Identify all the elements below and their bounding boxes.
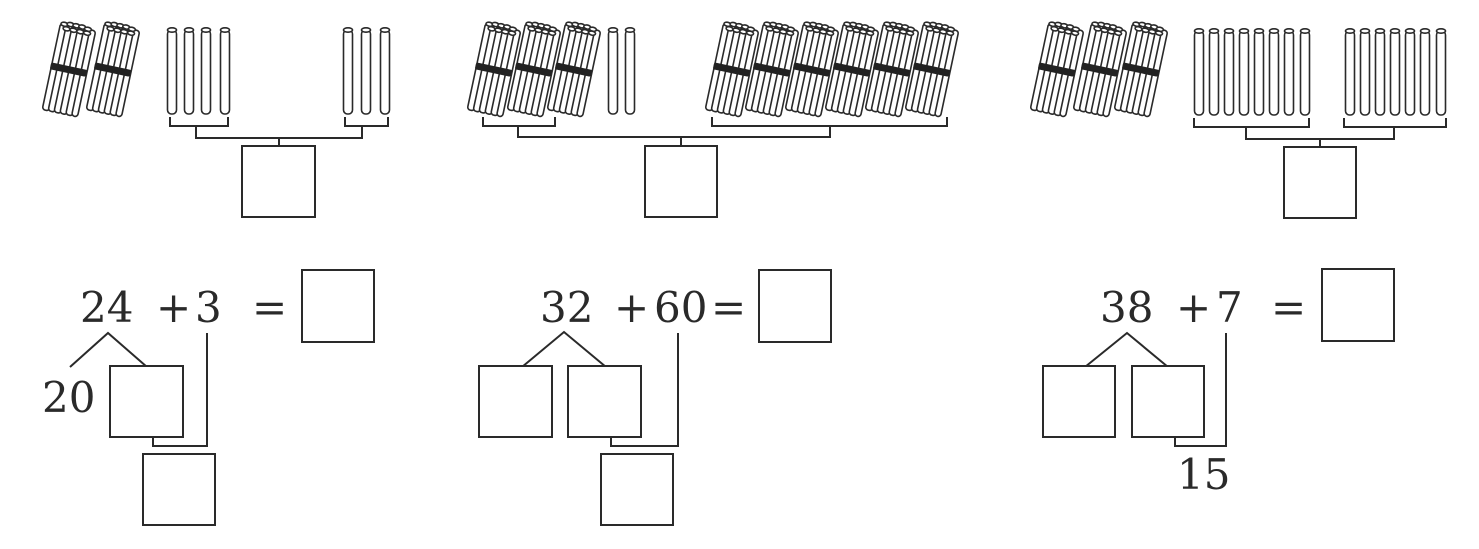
plus-sign: + <box>156 283 191 332</box>
bundles-group-2a <box>465 19 603 118</box>
single-stick <box>1253 27 1265 116</box>
answer-box[interactable] <box>301 269 375 343</box>
single-stick <box>379 26 391 115</box>
combine-line <box>1174 333 1227 447</box>
combine-line <box>610 333 679 447</box>
answer-box[interactable] <box>567 365 642 438</box>
answer-box[interactable] <box>1131 365 1205 438</box>
problem-3: 38 + 7 = 15 <box>1028 19 1447 499</box>
equals-sign: = <box>252 283 287 332</box>
sum-given-value: 15 <box>1177 450 1230 499</box>
answer-box[interactable] <box>1283 146 1357 219</box>
answer-box[interactable] <box>758 269 832 343</box>
single-stick <box>1419 27 1431 116</box>
answer-box[interactable] <box>478 365 553 438</box>
addend-a: 32 <box>540 283 593 332</box>
combine-line <box>152 333 208 447</box>
grouping-bracket <box>482 117 948 146</box>
split-lines <box>521 330 607 368</box>
addend-a: 24 <box>80 283 133 332</box>
single-stick <box>1299 27 1311 116</box>
single-stick <box>607 26 619 115</box>
split-lines <box>1084 331 1169 368</box>
single-sticks-group-3b <box>1344 27 1447 116</box>
equals-sign: = <box>1271 283 1306 332</box>
single-stick <box>200 26 212 115</box>
bundles-group-3 <box>1028 19 1170 118</box>
bundles-group-2b <box>703 19 961 118</box>
single-stick <box>1268 27 1280 116</box>
single-stick <box>1389 27 1401 116</box>
single-stick <box>1435 27 1447 116</box>
addend-b: 7 <box>1216 283 1243 332</box>
problem-2: 32 + 60 = <box>465 19 961 526</box>
grouping-bracket <box>169 117 389 146</box>
plus-sign: + <box>1176 283 1211 332</box>
answer-box[interactable] <box>1321 268 1395 342</box>
addend-a: 38 <box>1100 283 1153 332</box>
single-sticks-group-1a <box>166 26 231 115</box>
single-stick <box>1404 27 1416 116</box>
single-sticks-group-1b <box>342 26 391 115</box>
single-stick <box>1193 27 1205 116</box>
answer-box[interactable] <box>241 145 316 218</box>
addend-b: 60 <box>654 283 707 332</box>
single-stick <box>1374 27 1386 116</box>
single-sticks-group-2 <box>607 26 636 115</box>
single-stick <box>219 26 231 115</box>
single-stick <box>1208 27 1220 116</box>
answer-box[interactable] <box>600 453 674 526</box>
single-stick <box>624 26 636 115</box>
single-stick <box>1283 27 1295 116</box>
bundles-group-1 <box>40 19 142 118</box>
plus-sign: + <box>614 283 649 332</box>
problem-1: 24 + 3 = 20 <box>40 19 391 526</box>
single-stick <box>360 26 372 115</box>
answer-box[interactable] <box>1042 365 1116 438</box>
single-stick <box>166 26 178 115</box>
answer-box[interactable] <box>644 145 718 218</box>
addend-b: 3 <box>195 283 222 332</box>
single-stick <box>1223 27 1235 116</box>
split-lines <box>69 331 148 368</box>
single-stick <box>1238 27 1250 116</box>
single-stick <box>1359 27 1371 116</box>
split-given-value: 20 <box>42 373 95 422</box>
single-sticks-group-3a <box>1193 27 1311 116</box>
equals-sign: = <box>711 283 746 332</box>
answer-box[interactable] <box>109 365 184 438</box>
single-stick <box>1344 27 1356 116</box>
single-stick <box>342 26 354 115</box>
single-stick <box>183 26 195 115</box>
answer-box[interactable] <box>142 453 216 526</box>
grouping-bracket <box>1193 118 1447 147</box>
